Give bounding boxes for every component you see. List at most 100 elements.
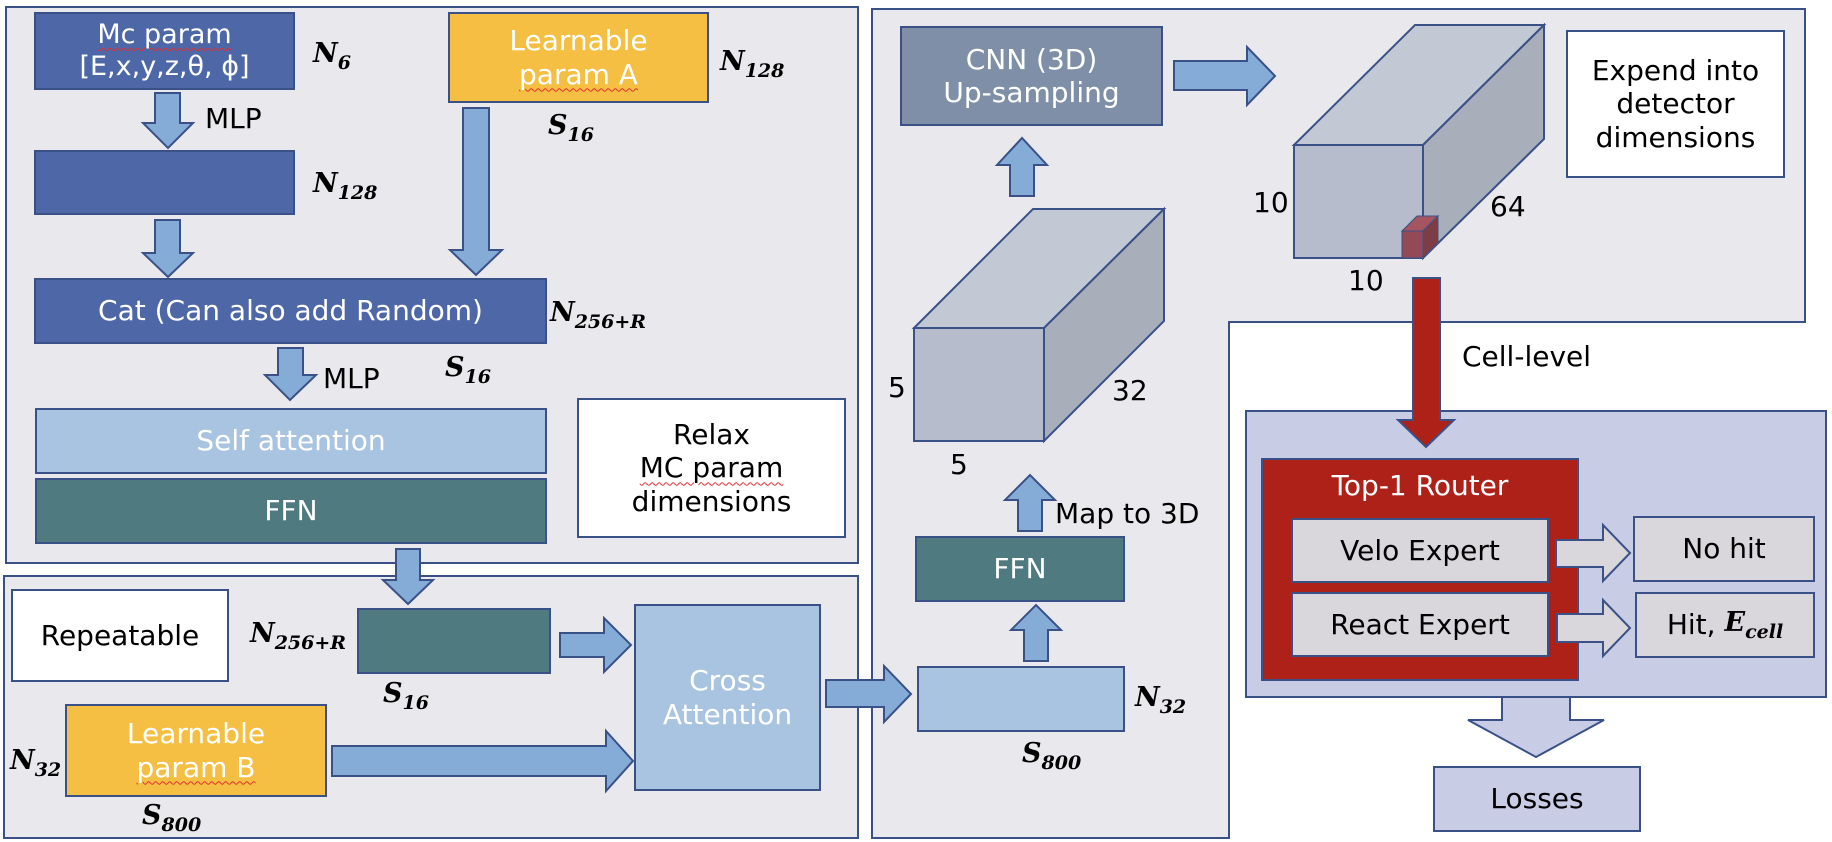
arrow-cube-to-cnn <box>994 136 1050 197</box>
learnable-b-box <box>65 704 327 797</box>
learnable-b-label: Learnable param B <box>66 705 326 796</box>
encoder-ffn-box <box>35 478 547 544</box>
expand-note-line1: Expend into <box>1591 54 1760 88</box>
relax-note-line3: dimensions <box>631 484 792 518</box>
learnable-a-label: Learnable param A <box>449 13 708 102</box>
learnable-b-line1: Learnable <box>126 717 266 751</box>
expand-note-line2: detector <box>1616 87 1735 121</box>
detector-cell <box>1400 214 1440 260</box>
arrow-query-to-cross <box>559 615 633 675</box>
mlp1-label: MLP <box>205 102 262 135</box>
learnable-a-seq: S16 <box>548 110 594 146</box>
expand-note-box <box>1566 30 1785 178</box>
mc-param-label: Mc param [E,x,y,z,θ, ϕ] <box>35 13 294 89</box>
cat-box <box>34 278 547 344</box>
latent-box <box>917 666 1125 732</box>
cnn-label: CNN (3D) Up-sampling <box>901 27 1162 125</box>
hit-text: Hit, <box>1666 608 1725 642</box>
latent-seq: S800 <box>1022 738 1082 774</box>
arrow-encoder-to-decoder <box>380 548 436 606</box>
learnable-a-line2: param A <box>519 57 638 91</box>
arrow-learnable-b-to-cross <box>331 728 635 794</box>
upsampler-ffn-box <box>915 536 1125 602</box>
big-cube-height: 10 <box>1253 186 1289 219</box>
small-cuboid-front <box>913 327 1045 442</box>
losses-label: Losses <box>1490 782 1584 816</box>
cross-attention-line2: Attention <box>662 697 793 731</box>
react-expert-label: React Expert <box>1292 593 1548 656</box>
cat-label: Cat (Can also add Random) <box>98 294 483 328</box>
mc-param-line2: [E,x,y,z,θ, ϕ] <box>79 51 250 82</box>
big-cube-width: 10 <box>1348 264 1384 297</box>
arrow-cnn-to-detector <box>1173 44 1277 108</box>
relax-note-line1: Relax <box>673 418 750 452</box>
mc-param-line1: Mc param <box>97 19 232 51</box>
small-cube-height: 5 <box>888 371 906 404</box>
relax-note-label: Relax MC param dimensions <box>578 399 845 537</box>
map-to-3d-label: Map to 3D <box>1055 497 1200 530</box>
arrow-cell-level <box>1395 277 1457 449</box>
learnable-b-seq: S800 <box>142 800 202 836</box>
big-cube-depth: 64 <box>1490 190 1526 223</box>
expand-note-label: Expend into detector dimensions <box>1567 31 1784 177</box>
query-seq: S16 <box>383 678 429 714</box>
relax-note-box <box>577 398 846 538</box>
cnn-line1: CNN (3D) <box>965 42 1098 76</box>
mc-param-dim: N6 <box>313 38 351 74</box>
cat-seq: S16 <box>445 352 491 388</box>
cross-attention-line1: Cross <box>689 664 766 698</box>
arrow-velo-to-nohit <box>1555 522 1632 584</box>
cnn-line2: Up-sampling <box>943 76 1120 109</box>
encoder-ffn-label: FFN <box>264 494 318 528</box>
mc-param-box <box>34 12 295 90</box>
arrow-to-losses <box>1467 696 1605 759</box>
mlp2-label: MLP <box>323 362 380 395</box>
losses-box <box>1433 766 1641 832</box>
no-hit-box <box>1633 516 1815 582</box>
repeatable-note-box <box>11 589 229 682</box>
arrow-hidden-to-cat <box>140 219 196 279</box>
latent-dim: N32 <box>1135 682 1187 718</box>
cnn-box <box>900 26 1163 126</box>
small-cuboid <box>911 206 1167 444</box>
arrow-mlp1 <box>140 92 196 150</box>
arrow-cross-to-latent <box>825 663 913 725</box>
expand-note-line3: dimensions <box>1595 120 1756 154</box>
small-cube-width: 5 <box>950 448 968 481</box>
hit-energy: Ecell <box>1724 606 1784 643</box>
hidden-128-box <box>34 150 295 215</box>
learnable-a-line1: Learnable <box>509 24 648 58</box>
query-dim: N256+R <box>250 618 347 654</box>
cross-attention-label: Cross Attention <box>635 605 820 790</box>
self-attention-label: Self attention <box>196 424 386 458</box>
learnable-b-dim: N32 <box>10 745 62 781</box>
hidden-dim: N128 <box>313 168 378 204</box>
arrow-react-to-hit <box>1556 597 1632 659</box>
cat-dim: N256+R <box>550 297 647 333</box>
cross-attention-box <box>634 604 821 791</box>
arrow-map-to-3d <box>1002 473 1058 532</box>
react-expert-box <box>1291 592 1549 657</box>
arrow-mlp2 <box>262 347 319 402</box>
velo-expert-box <box>1291 518 1549 583</box>
velo-expert-label: Velo Expert <box>1292 519 1548 582</box>
query-box <box>357 608 551 674</box>
hit-label: Hit, Ecell <box>1636 593 1814 657</box>
velo-expert-name: Velo Expert <box>1340 533 1500 567</box>
learnable-b-line2: param B <box>136 750 256 784</box>
arrow-latent-to-ffn <box>1008 603 1064 662</box>
learnable-a-box <box>448 12 709 103</box>
cell-level-label: Cell-level <box>1462 340 1592 373</box>
learnable-a-dim: N128 <box>720 46 785 82</box>
detector-cuboid <box>1291 22 1547 261</box>
no-hit-label: No hit <box>1682 532 1766 566</box>
arrow-learnable-a-to-cat <box>447 107 505 277</box>
upsampler-ffn-label: FFN <box>993 552 1047 586</box>
relax-note-line2: MC param <box>639 451 784 485</box>
self-attention-box <box>35 408 547 474</box>
repeatable-label: Repeatable <box>40 618 200 652</box>
react-expert-name: React Expert <box>1330 607 1510 641</box>
router-label: Top-1 Router <box>1331 469 1509 503</box>
small-cube-depth: 32 <box>1112 374 1148 407</box>
